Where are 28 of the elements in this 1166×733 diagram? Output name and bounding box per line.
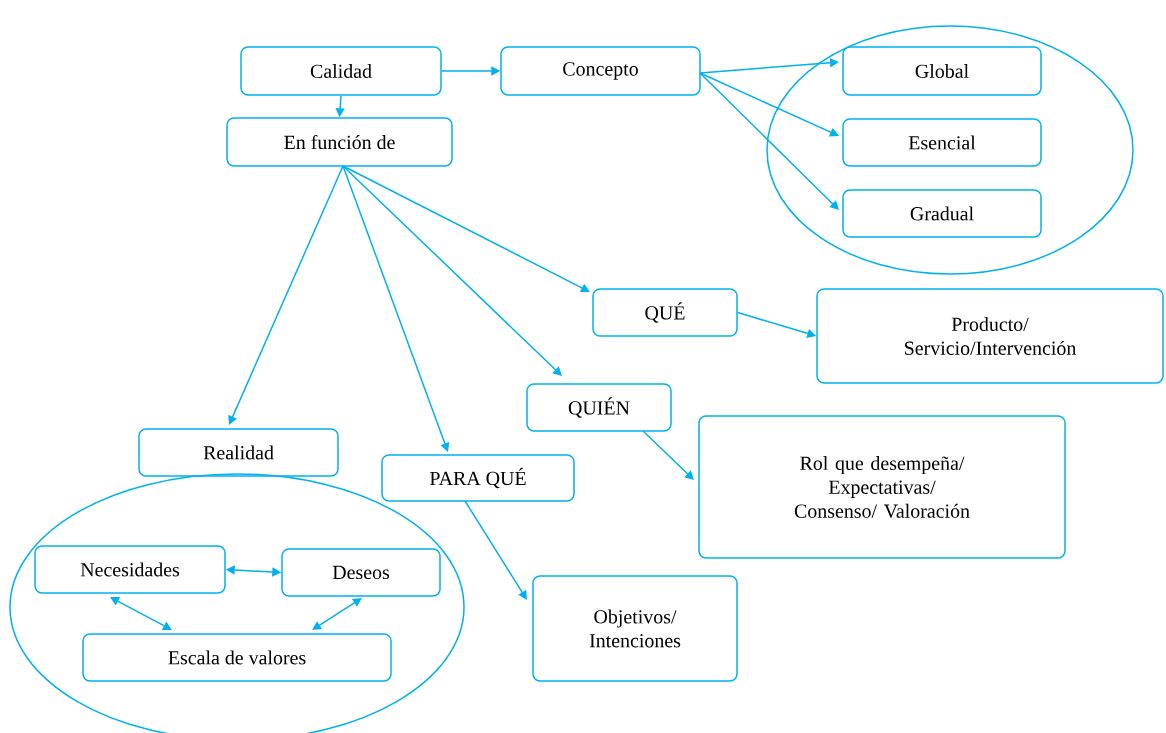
arrow	[699, 72, 839, 210]
concept-box: Escala de valores	[82, 633, 392, 682]
arrow	[342, 165, 562, 376]
concept-box: Objetivos/ Intenciones	[532, 575, 738, 682]
concept-box: Rol que desempeña/ Expectativas/ Consenso/ Valoración	[698, 415, 1066, 559]
concept-box: Realidad	[138, 428, 339, 477]
arrow	[312, 598, 362, 630]
arrow	[642, 430, 694, 480]
concept-box: Esencial	[842, 118, 1042, 167]
arrow	[342, 165, 590, 293]
arrow	[110, 597, 172, 630]
arrow	[228, 165, 344, 425]
concept-box: QUIÉN	[526, 383, 672, 432]
concept-box: Global	[842, 46, 1042, 96]
concept-box: Calidad	[240, 46, 442, 96]
arrow	[342, 165, 450, 452]
concept-box: QUÉ	[592, 288, 738, 337]
concept-box: PARA QUÉ	[381, 454, 575, 502]
concept-box: Producto/ Servicio/Intervención	[816, 288, 1164, 384]
concept-box: En función de	[226, 117, 453, 167]
arrow	[464, 500, 527, 600]
concept-box: Necesidades	[34, 545, 226, 594]
concept-box: Deseos	[281, 548, 441, 597]
concept-box: Gradual	[842, 189, 1042, 238]
concept-box: Concepto	[500, 46, 701, 96]
arrow	[699, 58, 839, 74]
grouping-ellipse	[766, 25, 1134, 275]
arrow	[699, 72, 839, 137]
